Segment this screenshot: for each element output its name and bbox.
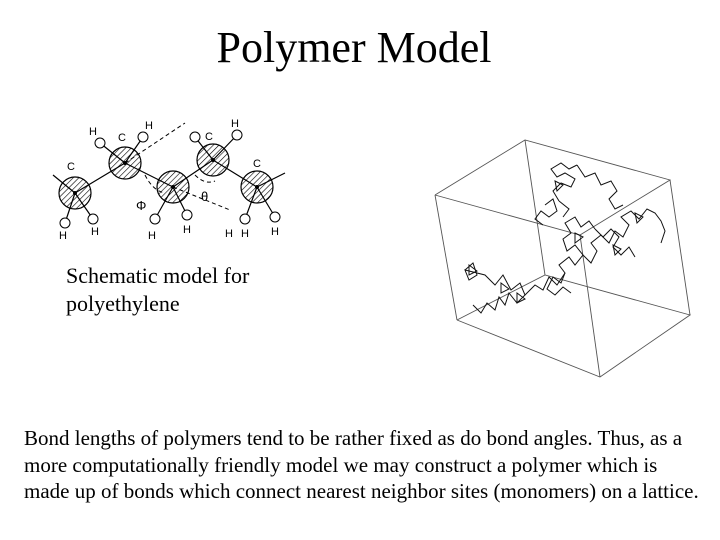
atom-label: H	[271, 226, 279, 238]
atom-label: H	[91, 226, 99, 238]
atom-label: H	[183, 224, 191, 236]
atom-label: H	[148, 230, 156, 242]
polyethylene-schematic: H C H C H C C H H H H H H H Φ θ	[52, 118, 286, 242]
theta-angle-label: θ	[201, 189, 208, 204]
atom-label: C	[118, 132, 126, 144]
atom-label: H	[241, 228, 249, 240]
hydrogen-atoms	[59, 129, 281, 229]
atom-label: H	[89, 126, 97, 138]
atom-label: C	[205, 131, 213, 143]
atom-label: C	[67, 161, 75, 173]
atom-label: H	[225, 228, 233, 240]
lattice-box-edges	[434, 139, 692, 378]
phi-angle-label: Φ	[136, 198, 146, 213]
polymer-chain	[464, 162, 666, 314]
lattice-polymer-box	[434, 139, 692, 378]
atom-label: C	[253, 158, 261, 170]
slide-title: Polymer Model	[216, 23, 492, 72]
chain-kinks	[468, 180, 644, 304]
body-paragraph: Bond lengths of polymers tend to be rath…	[24, 426, 699, 503]
atom-label: H	[59, 230, 67, 242]
atom-label: H	[231, 118, 239, 130]
atom-label: H	[145, 120, 153, 132]
schematic-caption: Schematic model for polyethylene	[66, 263, 250, 316]
